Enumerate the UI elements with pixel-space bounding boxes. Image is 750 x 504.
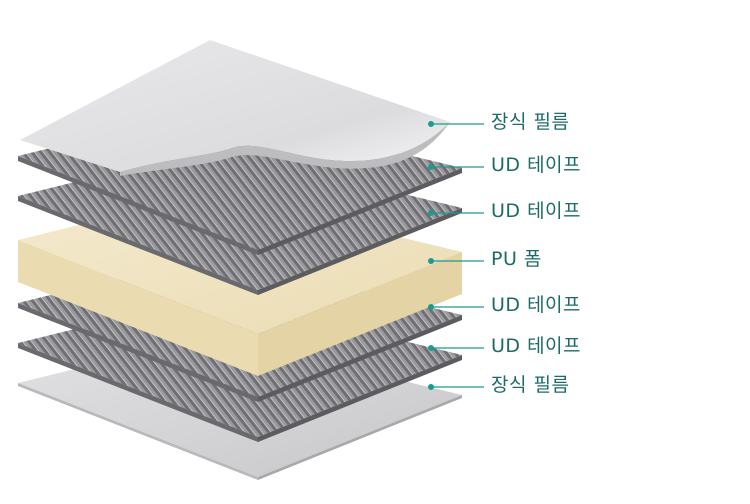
- label-ud-tape-2: UD 테이프: [491, 200, 582, 222]
- top-decorative-film: [20, 40, 450, 176]
- callout-lines: [428, 121, 484, 390]
- label-ud-tape-1: UD 테이프: [491, 154, 582, 176]
- label-ud-tape-4: UD 테이프: [491, 335, 582, 357]
- label-ud-tape-3: UD 테이프: [491, 294, 582, 316]
- label-decorative-film-bottom: 장식 필름: [491, 374, 570, 396]
- label-pu-foam: PU 폼: [491, 248, 542, 270]
- label-decorative-film-top: 장식 필름: [491, 111, 570, 133]
